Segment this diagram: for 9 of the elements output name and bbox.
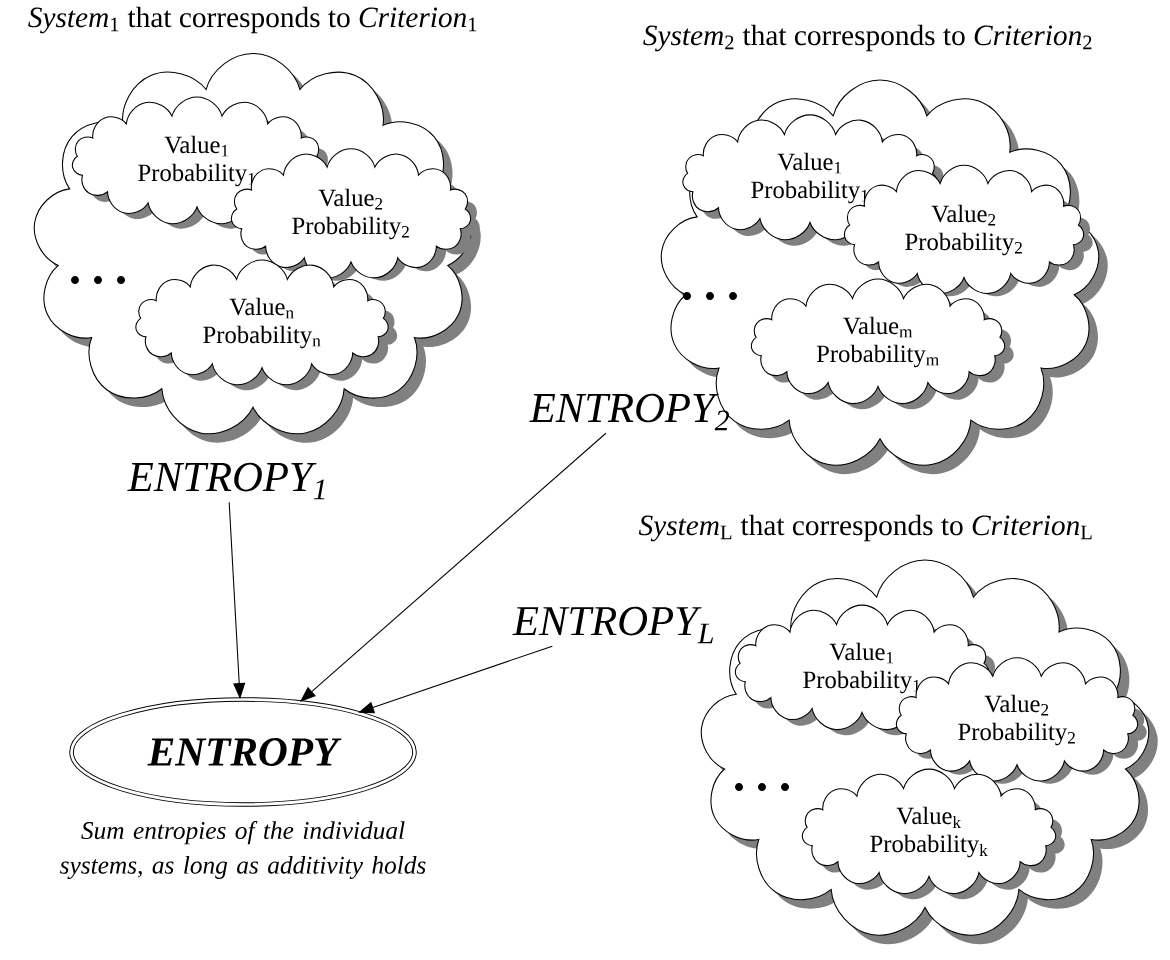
node-label: Sum entropies of the individual systems, as long as additivity holds xyxy=(60,821,426,879)
cloud-heading: System$_{2}$ that corresponds to Criterion$_{2}$ xyxy=(643,24,1092,52)
arrow xyxy=(228,501,246,699)
entropy-label: ENTROPY$_{2}$ xyxy=(529,393,729,431)
cloud-heading: System$_{L}$ that corresponds to Criterion$_{L}$ xyxy=(638,514,1092,542)
cloud-heading: System$_{1}$ that corresponds to Criterion$_{1}$ xyxy=(28,6,477,34)
arrow xyxy=(358,645,553,714)
entropy-label: ENTROPY$_{1}$ xyxy=(127,462,325,500)
entropy-label: ENTROPY$_{L}$ xyxy=(512,606,714,644)
